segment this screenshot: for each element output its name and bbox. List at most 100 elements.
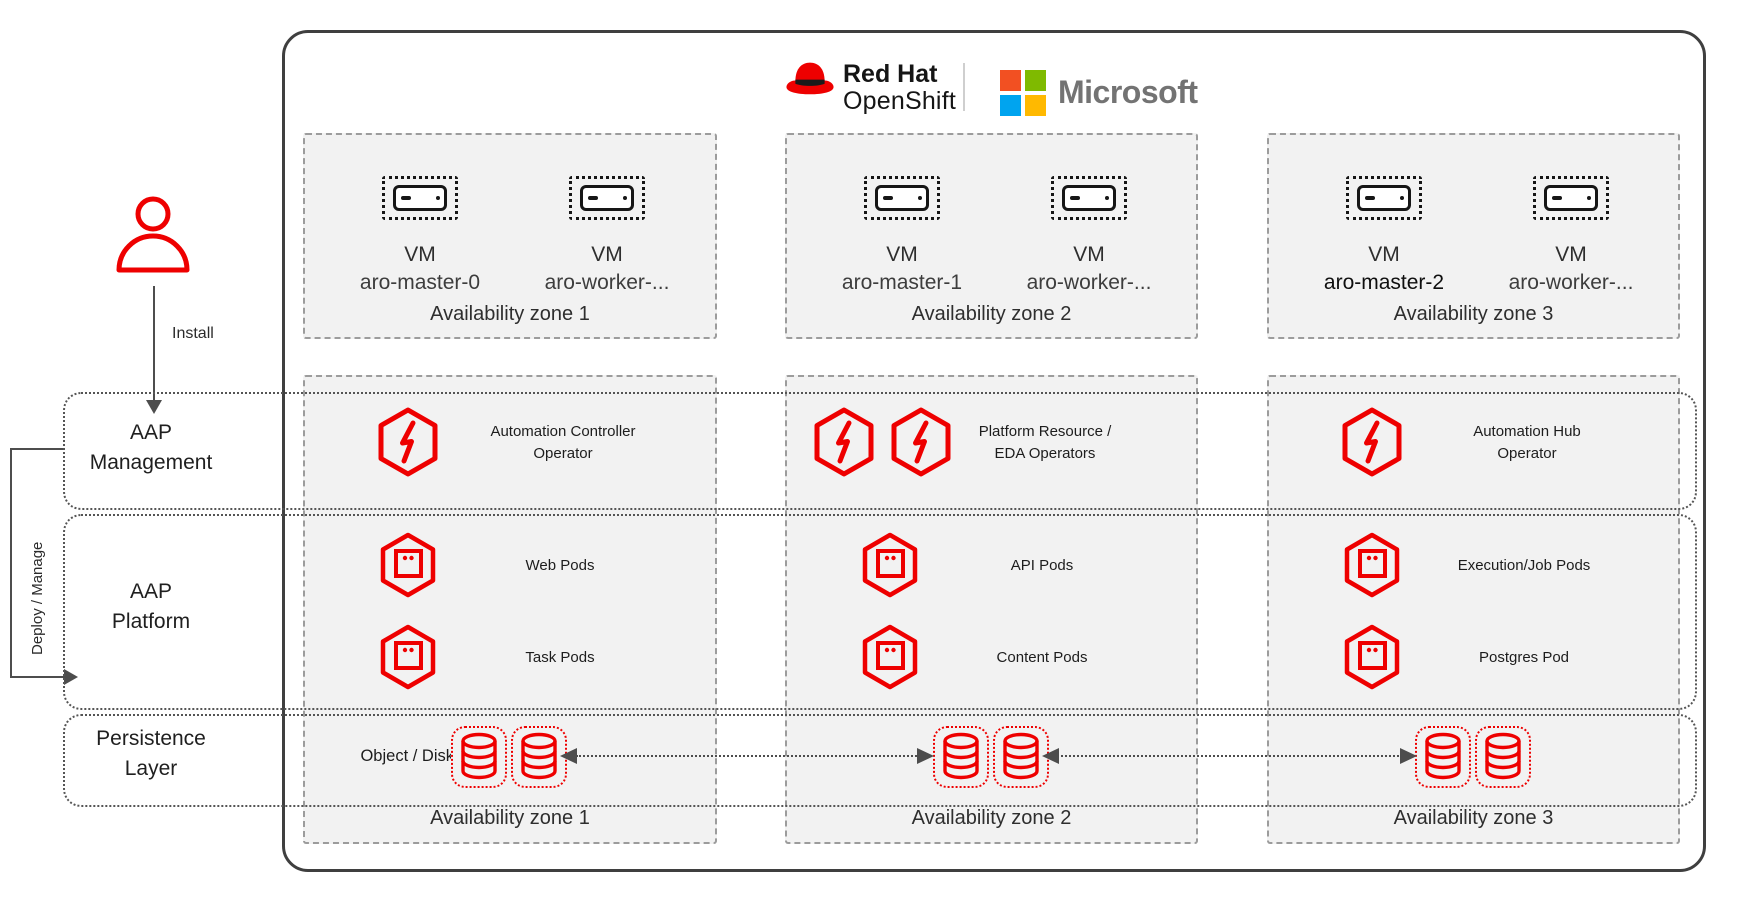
storage-replication-line [576,755,920,757]
deploy-manage-label: Deploy / Manage [29,541,46,655]
vm-icon [1346,176,1422,220]
vm-node: VM aro-worker-... [979,176,1199,298]
operator-label-line: EDA Operators [994,445,1096,462]
operator-label-line: Operator [533,445,593,462]
database-icon [1415,726,1471,788]
pod-icon [862,532,918,598]
zone-workload-box [1267,375,1680,844]
operator-label: Automation Hub Operator [1417,421,1637,465]
vm-type-label: VM [886,243,918,266]
ms-square-yellow [1025,95,1046,116]
persistence-layer-label: Persistence Layer [51,724,251,784]
storage-databases [933,726,1049,788]
band-label-line: AAP [129,421,173,444]
database-icon [933,726,989,788]
operator-label-line: Operator [1497,445,1557,462]
vm-node: VM aro-worker-... [1461,176,1681,298]
pod-icon [862,624,918,690]
band-label-line: Management [89,451,213,474]
operator-label: Automation Controller Operator [453,421,673,465]
vm-icon [1051,176,1127,220]
microsoft-logo-icon [1000,70,1046,116]
storage-replication-line [1056,755,1403,757]
zone-top-label: Availability zone 1 [430,303,590,325]
availability-zone-2: VM aro-master-1 VM aro-worker-... Availa… [785,0,1198,902]
vm-icon [1533,176,1609,220]
openshift-product-text: OpenShift [843,87,956,115]
vm-node: VM aro-master-1 [792,176,1012,298]
pod-icon [1344,532,1400,598]
zone-vm-box [303,133,717,339]
ms-square-red [1000,70,1021,91]
pod-icon [380,624,436,690]
user-icon [116,196,190,273]
vm-type-label: VM [1555,243,1587,266]
vm-node: VM aro-master-0 [310,176,530,298]
vm-type-label: VM [1073,243,1105,266]
zone-vm-box [1267,133,1680,339]
vm-type-label: VM [591,243,623,266]
redhat-fedora-icon [786,62,834,95]
band-label-line: Layer [124,757,178,780]
deploy-bracket-vertical-line [10,448,12,678]
zone-workload-box [303,375,717,844]
ms-square-green [1025,70,1046,91]
vm-icon [569,176,645,220]
storage-databases [1415,726,1531,788]
zone-bottom-label: Availability zone 2 [911,807,1072,829]
arrowhead-left-icon [560,748,577,764]
logo-divider [963,63,965,111]
band-label-line: Platform [111,610,191,633]
operator-label-line: Automation Controller [490,423,636,440]
deploy-arrowhead-icon [64,669,78,685]
band-label-line: Persistence [96,727,206,750]
pod-label: API Pods [1010,557,1074,574]
arrowhead-right-icon [917,748,934,764]
operator-label: Platform Resource / EDA Operators [935,421,1155,465]
deploy-bracket-bottom-line [10,676,66,678]
vm-icon [864,176,940,220]
pod-label: Execution/Job Pods [1457,557,1591,574]
pod-label: Postgres Pod [1478,649,1570,666]
install-arrowhead-icon [146,400,162,414]
deploy-bracket-top-line [10,448,63,450]
vm-type-label: VM [1368,243,1400,266]
pod-icon [1344,624,1400,690]
arrowhead-left-icon [1042,748,1059,764]
pod-label: Content Pods [996,649,1088,666]
vm-type-label: VM [404,243,436,266]
operator-icon [814,407,874,477]
availability-zone-1: VM aro-master-0 VM aro-worker-... Availa… [303,0,717,902]
redhat-openshift-logo: Red Hat OpenShift [843,61,956,115]
zone-vm-box [785,133,1198,339]
availability-zone-3: VM aro-master-2 VM aro-worker-... Availa… [1267,0,1680,902]
pod-icon [380,532,436,598]
storage-databases [451,726,567,788]
vm-name-label: aro-worker-... [1026,271,1152,294]
operator-icon [891,407,951,477]
operator-icon [378,407,438,477]
microsoft-logo-text: Microsoft [1058,74,1198,110]
arrowhead-right-icon [1400,748,1417,764]
zone-top-label: Availability zone 2 [911,303,1072,325]
vm-name-label: aro-master-0 [359,271,481,294]
redhat-brand-text: Red Hat [843,60,938,88]
vm-icon [382,176,458,220]
zone-bottom-label: Availability zone 3 [1393,807,1554,829]
aap-management-label: AAP Management [51,418,251,478]
vm-name-label: aro-worker-... [1508,271,1634,294]
operator-label-line: Automation Hub [1473,423,1581,440]
vm-name-label: aro-worker-... [544,271,670,294]
vm-node: VM aro-master-2 [1274,176,1494,298]
aap-platform-label: AAP Platform [51,577,251,637]
pod-label: Task Pods [525,649,595,666]
band-label-line: AAP [129,580,173,603]
vm-node: VM aro-worker-... [497,176,717,298]
database-icon [1475,726,1531,788]
operator-label-line: Platform Resource / [978,423,1112,440]
pod-label: Web Pods [525,557,595,574]
zone-workload-box [785,375,1198,844]
install-label: Install [172,325,214,342]
ms-square-blue [1000,95,1021,116]
